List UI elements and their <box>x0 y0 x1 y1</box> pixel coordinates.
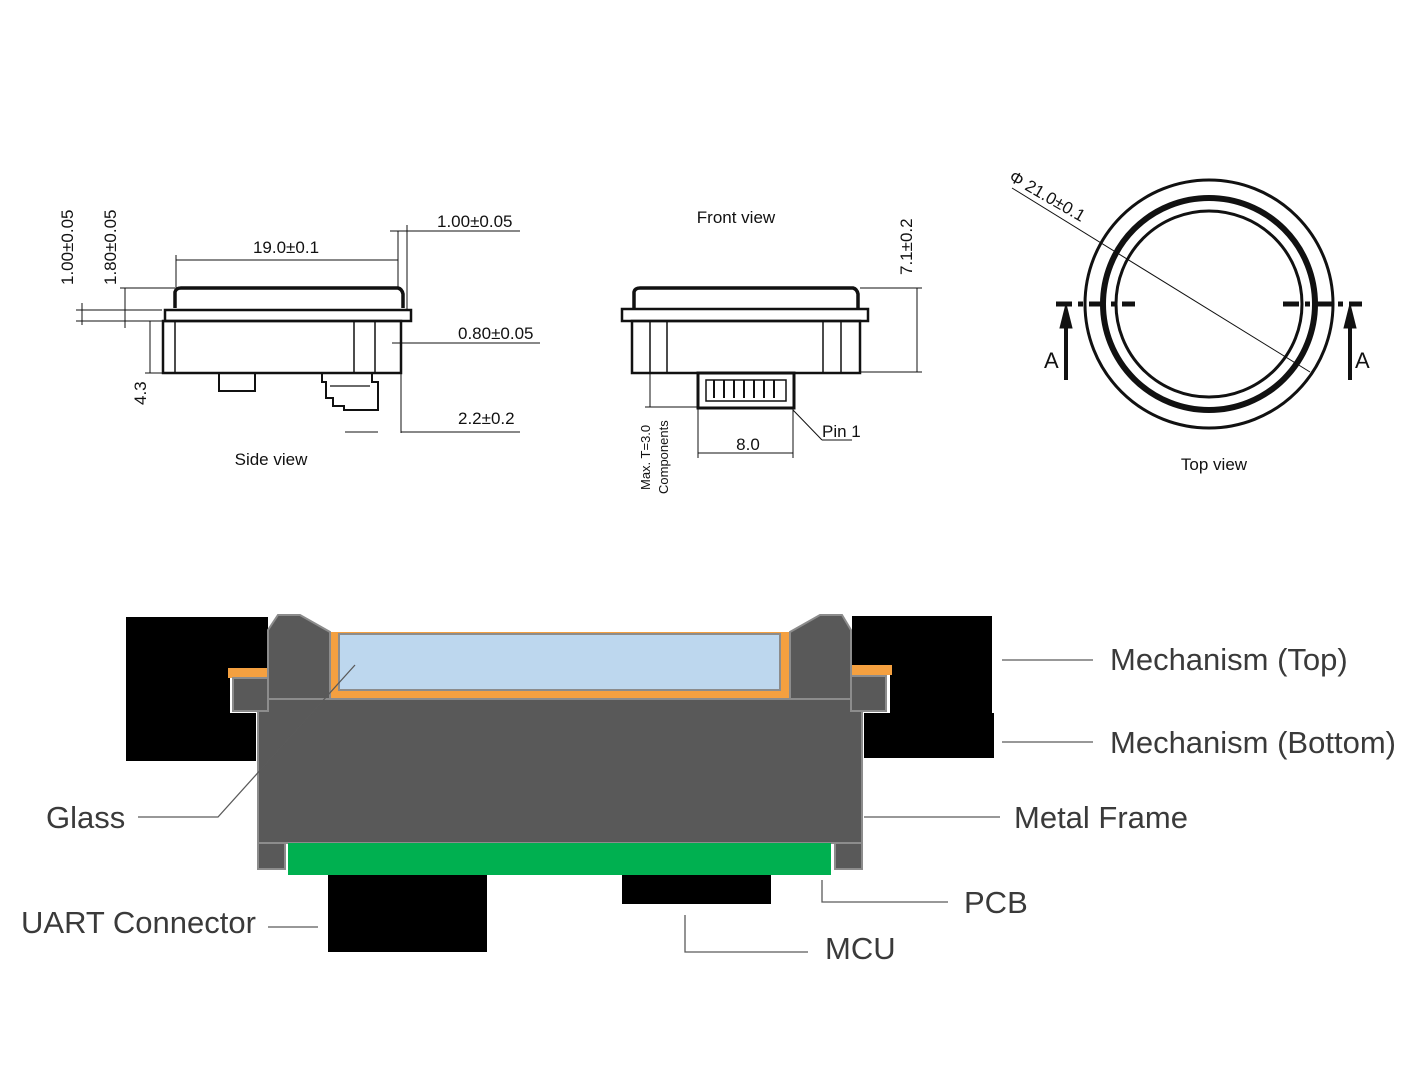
front-connector-width-dim: 8.0 <box>736 435 760 454</box>
label-mechanism-top: Mechanism (Top) <box>1110 642 1348 677</box>
top-diameter-dim: Φ 21.0±0.1 <box>1006 167 1089 226</box>
cross-section: Mechanism (Top) Mechanism (Bottom) Metal… <box>21 614 1396 966</box>
mechanism-top-left <box>126 617 268 713</box>
glass-panel <box>338 633 781 691</box>
front-view-drawing <box>620 286 870 410</box>
front-components-line2: Components <box>656 420 671 494</box>
label-pcb: PCB <box>964 885 1028 920</box>
side-top-thickness-dim: 1.00±0.05 <box>58 209 77 285</box>
pcb-board <box>288 843 831 875</box>
leader-lines <box>138 659 1093 953</box>
side-view-drawing <box>161 286 413 411</box>
label-mechanism-bottom: Mechanism (Bottom) <box>1110 725 1396 760</box>
side-rim-dim: 0.80±0.05 <box>458 324 534 343</box>
label-metal-frame: Metal Frame <box>1014 800 1188 835</box>
side-body-height-dim: 4.3 <box>131 381 150 405</box>
side-view-dimension-lines <box>76 225 540 433</box>
top-view-caption: Top view <box>1181 455 1248 474</box>
mcu-block <box>622 875 771 904</box>
side-lip-dim: 1.00±0.05 <box>437 212 513 231</box>
side-connector-dim: 2.2±0.2 <box>458 409 515 428</box>
label-glass: Glass <box>46 800 125 835</box>
front-pin-label: Pin 1 <box>822 422 861 441</box>
mechanism-blocks <box>126 616 994 761</box>
front-height-dim: 7.1±0.2 <box>897 218 916 275</box>
label-uart-connector: UART Connector <box>21 905 256 940</box>
mechanism-bottom-right <box>864 713 994 758</box>
side-width-dim: 19.0±0.1 <box>253 238 319 257</box>
front-view-caption: Front view <box>697 208 776 227</box>
top-view-drawing <box>1011 178 1362 430</box>
label-mcu: MCU <box>825 931 896 966</box>
front-components-line1: Max. T=3.0 <box>638 425 653 490</box>
uart-connector-block <box>328 875 487 952</box>
front-view-dimension-lines <box>645 287 922 458</box>
mechanism-top-right <box>852 616 992 713</box>
side-top-height-dim: 1.80±0.05 <box>101 209 120 285</box>
metal-frame <box>232 614 887 870</box>
top-section-left: A <box>1044 348 1059 373</box>
top-section-right: A <box>1355 348 1370 373</box>
mechanism-bottom-left <box>126 713 256 761</box>
side-view-caption: Side view <box>235 450 308 469</box>
